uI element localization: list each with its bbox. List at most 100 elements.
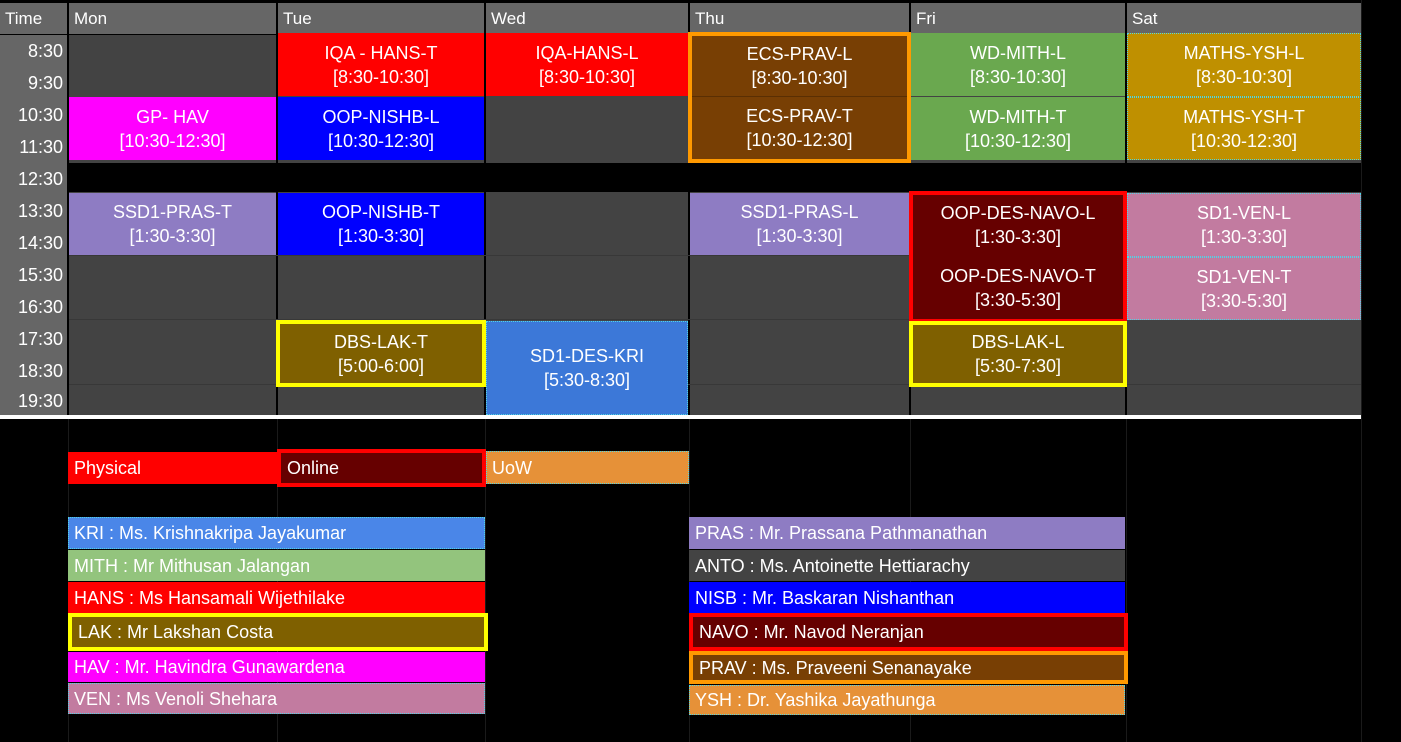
event-tue-dbs[interactable]: DBS-LAK-T [5:00-6:00] (276, 320, 486, 387)
time-label[interactable]: 16:30 (17, 297, 63, 317)
event-sat-maths-l[interactable]: MATHS-YSH-L [8:30-10:30] (1127, 33, 1361, 97)
lunch-break-row (69, 163, 1361, 192)
event-title: SSD1-PRAS-T (112, 202, 233, 222)
event-wed-sd1[interactable]: SD1-DES-KRI [5:30-8:30] (486, 321, 688, 415)
header-time[interactable]: Time (0, 3, 67, 34)
time-label[interactable]: 17:30 (17, 329, 63, 349)
event-thu-ssd1[interactable]: SSD1-PRAS-L [1:30-3:30] (690, 193, 909, 255)
event-title: SSD1-PRAS-L (740, 202, 859, 222)
event-mon-ssd1[interactable]: SSD1-PRAS-T [1:30-3:30] (69, 193, 276, 255)
time-column (0, 35, 67, 415)
event-time: [5:30-7:30] (974, 356, 1062, 376)
event-fri-oop-t[interactable]: OOP-DES-NAVO-T [3:30-5:30] (913, 257, 1123, 319)
row-divider (69, 384, 1361, 385)
lecturer-ysh[interactable]: YSH : Dr. Yashika Jayathunga (689, 685, 1125, 715)
event-time: [1:30-3:30] (129, 226, 216, 246)
event-time: [10:30-12:30] (964, 130, 1072, 151)
time-label[interactable]: 18:30 (17, 361, 63, 381)
header-day-mon[interactable]: Mon (69, 3, 276, 34)
event-time: [10:30-12:30] (327, 130, 435, 151)
event-fri-wd-t[interactable]: WD-MITH-T [10:30-12:30] (911, 97, 1125, 160)
lecturer-prav[interactable]: PRAV : Ms. Praveeni Senanayake (689, 651, 1128, 684)
event-title: OOP-DES-NAVO-T (940, 266, 1096, 286)
time-label[interactable]: 10:30 (17, 105, 63, 125)
lecturer-hans[interactable]: HANS : Ms Hansamali Wijethilake (68, 582, 485, 613)
event-title: MATHS-YSH-T (1183, 106, 1305, 127)
event-title: GP- HAV (136, 106, 209, 127)
event-title: IQA - HANS-T (324, 42, 438, 63)
event-fri-oop-l[interactable]: OOP-DES-NAVO-L [1:30-3:30] (913, 195, 1123, 255)
event-fri-dbs[interactable]: DBS-LAK-L [5:30-7:30] (909, 321, 1127, 387)
event-tue-oop-t[interactable]: OOP-NISHB-T [1:30-3:30] (278, 193, 484, 255)
event-title: OOP-NISHB-L (322, 106, 440, 127)
event-sat-sd1-l[interactable]: SD1-VEN-L [1:30-3:30] (1127, 193, 1361, 257)
time-label[interactable]: 12:30 (17, 169, 63, 189)
lecturer-nisb[interactable]: NISB : Mr. Baskaran Nishanthan (689, 582, 1125, 613)
event-tue-iqa[interactable]: IQA - HANS-T [8:30-10:30] (278, 33, 484, 96)
event-title: SD1-DES-KRI (529, 346, 645, 366)
table-bottom-border (0, 415, 1361, 419)
event-time: [1:30-3:30] (337, 226, 425, 246)
row-divider (69, 255, 1361, 256)
event-sat-maths-t[interactable]: MATHS-YSH-T [10:30-12:30] (1127, 97, 1361, 160)
event-time: [8:30-10:30] (332, 66, 430, 87)
event-tue-oop-l[interactable]: OOP-NISHB-L [10:30-12:30] (278, 97, 484, 160)
event-time: [1:30-3:30] (756, 226, 843, 246)
event-fri-wd-l[interactable]: WD-MITH-L [8:30-10:30] (911, 33, 1125, 96)
lecturer-navo[interactable]: NAVO : Mr. Navod Neranjan (689, 613, 1128, 651)
event-time: [8:30-10:30] (1195, 67, 1293, 87)
event-title: ECS-PRAV-T (746, 106, 853, 126)
event-time: [3:30-5:30] (1200, 290, 1288, 311)
event-title: ECS-PRAV-L (746, 44, 853, 64)
event-wed-iqa[interactable]: IQA-HANS-L [8:30-10:30] (486, 33, 688, 96)
lecturer-kri[interactable]: KRI : Ms. Krishnakripa Jayakumar (68, 517, 485, 549)
event-title: OOP-NISHB-T (321, 202, 440, 222)
time-label[interactable]: 8:30 (27, 41, 63, 61)
event-title: SD1-VEN-L (1196, 203, 1292, 223)
event-time: [8:30-10:30] (969, 66, 1067, 87)
event-time: [5:30-8:30] (543, 370, 631, 390)
event-time: [10:30-12:30] (119, 130, 226, 151)
grid-line (485, 418, 486, 742)
event-time: [8:30-10:30] (751, 68, 848, 88)
lecturer-mith[interactable]: MITH : Mr Mithusan Jalangan (68, 550, 485, 581)
time-label[interactable]: 19:30 (17, 391, 63, 411)
lecturer-hav[interactable]: HAV : Mr. Havindra Gunawardena (68, 652, 485, 682)
lecturer-ven[interactable]: VEN : Ms Venoli Shehara (68, 683, 485, 714)
legend-physical[interactable]: Physical (68, 452, 277, 484)
lecturer-anto[interactable]: ANTO : Ms. Antoinette Hettiarachy (689, 550, 1125, 581)
time-label[interactable]: 11:30 (19, 137, 63, 157)
event-sat-sd1-t[interactable]: SD1-VEN-T [3:30-5:30] (1127, 257, 1361, 320)
time-label[interactable]: 13:30 (17, 201, 63, 221)
event-thu-ecs-group (688, 32, 911, 163)
header-day-fri[interactable]: Fri (911, 3, 1125, 34)
event-time: [1:30-3:30] (974, 227, 1062, 247)
header-day-sat[interactable]: Sat (1127, 3, 1361, 34)
grid-line (1126, 418, 1127, 742)
event-title: DBS-LAK-T (333, 331, 429, 352)
time-label[interactable]: 9:30 (27, 73, 63, 93)
event-thu-ecs-t[interactable]: ECS-PRAV-T [10:30-12:30] (692, 97, 907, 159)
event-title: IQA-HANS-L (535, 42, 639, 63)
event-thu-ecs-l[interactable]: ECS-PRAV-L [8:30-10:30] (692, 36, 907, 96)
time-label[interactable]: 14:30 (17, 233, 63, 253)
header-day-wed[interactable]: Wed (486, 3, 688, 34)
event-divider (692, 96, 907, 97)
lecturer-pras[interactable]: PRAS : Mr. Prassana Pathmanathan (689, 517, 1125, 549)
event-time: [8:30-10:30] (538, 66, 636, 87)
row-divider (69, 319, 1361, 320)
grid-line (1361, 0, 1362, 742)
event-time: [5:00-6:00] (337, 355, 425, 376)
legend-online[interactable]: Online (277, 449, 486, 487)
event-title: OOP-DES-NAVO-L (940, 203, 1096, 223)
lecturer-lak[interactable]: LAK : Mr Lakshan Costa (68, 613, 488, 651)
legend-uow[interactable]: UoW (486, 451, 689, 484)
event-mon-gp[interactable]: GP- HAV [10:30-12:30] (69, 97, 276, 160)
event-title: WD-MITH-L (970, 42, 1066, 63)
header-day-thu[interactable]: Thu (690, 3, 909, 34)
event-time: [10:30-12:30] (1190, 130, 1298, 151)
event-title: WD-MITH-T (969, 106, 1067, 127)
header-day-tue[interactable]: Tue (278, 3, 484, 34)
event-title: SD1-VEN-T (1196, 266, 1292, 287)
time-label[interactable]: 15:30 (17, 265, 63, 285)
